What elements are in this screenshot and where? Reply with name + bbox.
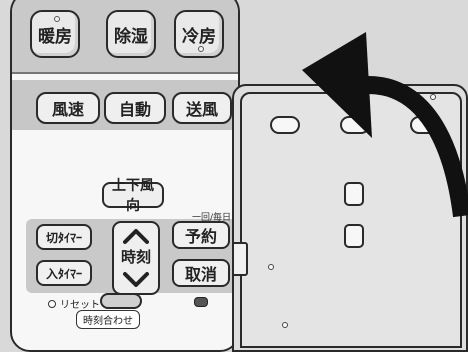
auto-button[interactable]: 自動: [104, 92, 166, 124]
open-cover-arrow-icon: [302, 32, 468, 218]
cover-screw-icon: [282, 322, 288, 328]
reserve-label: 予約: [184, 229, 217, 246]
heat-mode-button[interactable]: 暖房: [30, 10, 80, 58]
cover-inner-panel: [240, 92, 462, 348]
cool-indicator-dot: [198, 46, 204, 52]
cancel-button[interactable]: 取消: [172, 259, 230, 287]
reset-hole-icon[interactable]: [48, 299, 56, 308]
remote-cover[interactable]: [232, 84, 468, 352]
vertical-vane-label: 上下風向: [112, 177, 154, 213]
cover-slot: [270, 116, 300, 134]
time-adjust-control[interactable]: 時刻: [112, 221, 160, 295]
off-timer-label: 切ﾀｲﾏｰ: [45, 230, 82, 245]
transmit-led: [194, 297, 208, 307]
cover-hinge-tab: [234, 242, 248, 276]
heat-label: 暖房: [38, 26, 72, 47]
auto-label: 自動: [118, 102, 151, 119]
cover-window: [344, 182, 364, 206]
on-timer-button[interactable]: 入ﾀｲﾏｰ: [36, 260, 92, 286]
cool-label: 冷房: [182, 26, 216, 47]
reset-label: リセット: [60, 300, 100, 311]
clock-set-label: 時刻合わせ: [76, 310, 140, 329]
chevron-down-icon[interactable]: [121, 271, 151, 289]
dry-mode-button[interactable]: 除湿: [106, 10, 156, 58]
cancel-label: 取消: [184, 267, 217, 284]
off-timer-button[interactable]: 切ﾀｲﾏｰ: [36, 224, 92, 250]
fan-only-label: 送風: [185, 102, 218, 119]
fan-speed-button[interactable]: 風速: [36, 92, 100, 124]
cover-screw-icon: [268, 264, 274, 270]
reserve-button[interactable]: 予約: [172, 221, 230, 249]
dry-label: 除湿: [114, 26, 148, 47]
clock-set-button[interactable]: [100, 293, 142, 309]
time-label: 時刻: [120, 248, 151, 266]
remote-body: 暖房 除湿 冷房 風速 自動 送風 上下風向 切ﾀｲﾏｰ 入ﾀｲﾏｰ: [10, 0, 240, 352]
on-timer-label: 入ﾀｲﾏｰ: [45, 266, 82, 281]
reset-row: リセット: [48, 296, 100, 311]
heat-indicator-dot: [54, 16, 60, 22]
fan-speed-label: 風速: [51, 102, 84, 119]
fan-only-button[interactable]: 送風: [172, 92, 232, 124]
vertical-vane-button[interactable]: 上下風向: [102, 177, 164, 213]
cover-screw-icon: [430, 94, 436, 100]
reserve-caption: 一回/毎日: [192, 213, 232, 223]
cool-mode-button[interactable]: 冷房: [174, 10, 224, 58]
cover-window: [344, 224, 364, 248]
chevron-up-icon[interactable]: [121, 227, 151, 245]
